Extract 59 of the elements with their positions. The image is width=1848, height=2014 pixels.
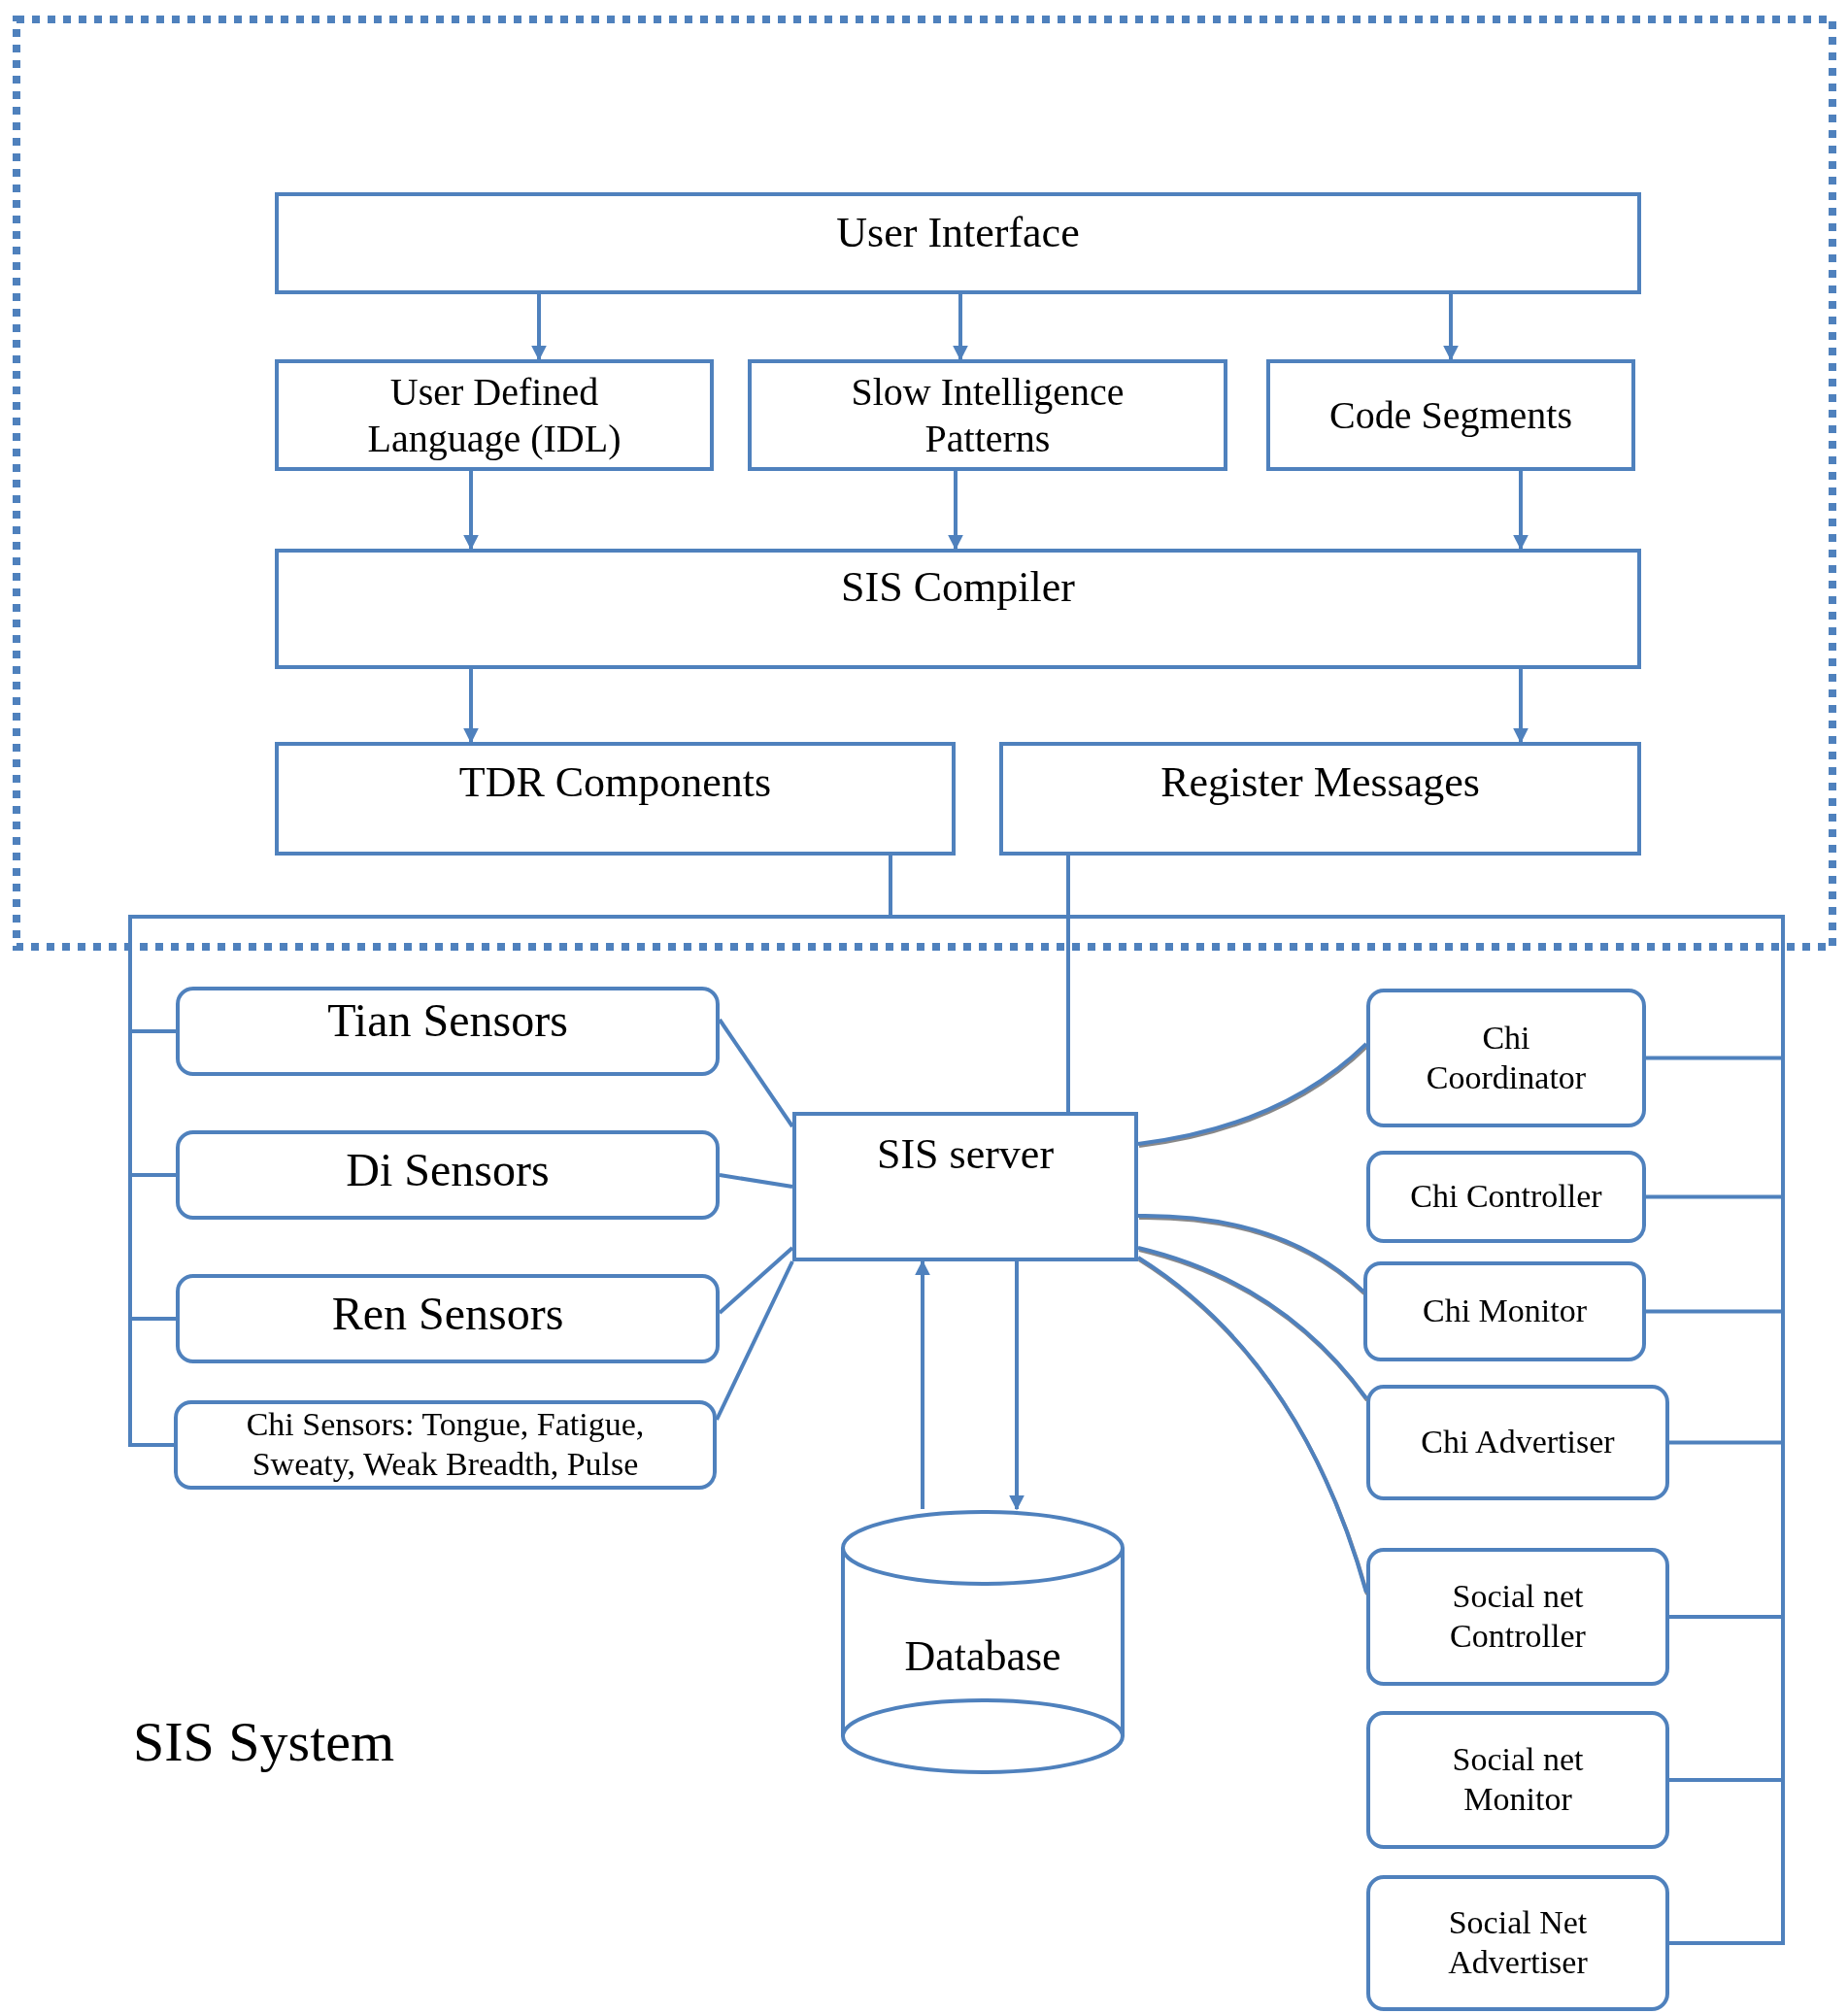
- arrow: [915, 1259, 930, 1509]
- rounded-box: [1363, 1261, 1646, 1361]
- node-label: Social Net Advertiser: [1447, 1903, 1589, 1982]
- node-label: Code Segments: [1329, 391, 1572, 439]
- rounded-box: [1366, 989, 1646, 1127]
- node-label: Ren Sensors: [331, 1287, 564, 1341]
- arrow: [953, 294, 968, 361]
- node-label: Chi Sensors: Tongue, Fatigue, Sweaty, Weak Breadth, Pulse: [245, 1405, 646, 1484]
- connector-line: [1137, 1246, 1368, 1400]
- connector-line: [715, 1260, 794, 1421]
- node-label: Tian Sensors: [327, 993, 568, 1048]
- node-label: SIS Compiler: [841, 562, 1075, 613]
- process-box: [275, 192, 1641, 294]
- connector-line: [719, 1173, 793, 1189]
- rounded-box: [1366, 1385, 1669, 1500]
- connector-line: [1137, 1214, 1365, 1293]
- system-title: SIS System: [133, 1709, 395, 1774]
- process-box: [275, 549, 1641, 669]
- node-label: Database: [904, 1630, 1061, 1682]
- node-label: Social net Controller: [1449, 1577, 1587, 1656]
- arrow: [531, 294, 547, 361]
- process-box: [1266, 359, 1635, 471]
- connector-line: [1136, 1256, 1368, 1594]
- node-label: User Interface: [836, 208, 1080, 258]
- rounded-box: [176, 987, 720, 1076]
- connector-line: [1137, 1042, 1368, 1146]
- rounded-box: [1366, 1875, 1669, 2011]
- node-label: TDR Components: [458, 757, 772, 808]
- rounded-box: [176, 1274, 720, 1363]
- rounded-box: [1366, 1548, 1669, 1686]
- process-box: [275, 359, 714, 471]
- arrow: [1009, 1261, 1025, 1511]
- process-box: [748, 359, 1227, 471]
- rounded-box: [174, 1400, 717, 1490]
- arrow: [463, 669, 479, 744]
- arrow: [1443, 294, 1459, 361]
- arrow: [463, 471, 479, 551]
- node-label: Register Messages: [1160, 757, 1480, 808]
- process-box: [275, 742, 956, 856]
- node-label: Chi Controller: [1410, 1177, 1602, 1217]
- rounded-box: [1366, 1151, 1646, 1243]
- node-label: Di Sensors: [346, 1143, 550, 1197]
- node-label: User Defined Language (IDL): [366, 368, 622, 462]
- rounded-box: [176, 1130, 720, 1220]
- node-label: SIS server: [876, 1129, 1055, 1180]
- node-label: Chi Advertiser: [1421, 1423, 1615, 1462]
- arrow: [948, 471, 963, 551]
- connector-line: [718, 1246, 794, 1315]
- process-box: [999, 742, 1641, 856]
- connector-line: [718, 1018, 794, 1128]
- rounded-box: [1366, 1711, 1669, 1849]
- node-label: Chi Coordinator: [1425, 1018, 1588, 1097]
- node-label: Social net Monitor: [1451, 1740, 1585, 1819]
- arrow: [1513, 471, 1529, 551]
- node-label: Chi Monitor: [1422, 1292, 1588, 1331]
- process-box: [792, 1112, 1138, 1261]
- connector-line: [1066, 856, 1070, 1112]
- arrow: [1513, 669, 1529, 744]
- node-label: Slow Intelligence Patterns: [850, 368, 1126, 462]
